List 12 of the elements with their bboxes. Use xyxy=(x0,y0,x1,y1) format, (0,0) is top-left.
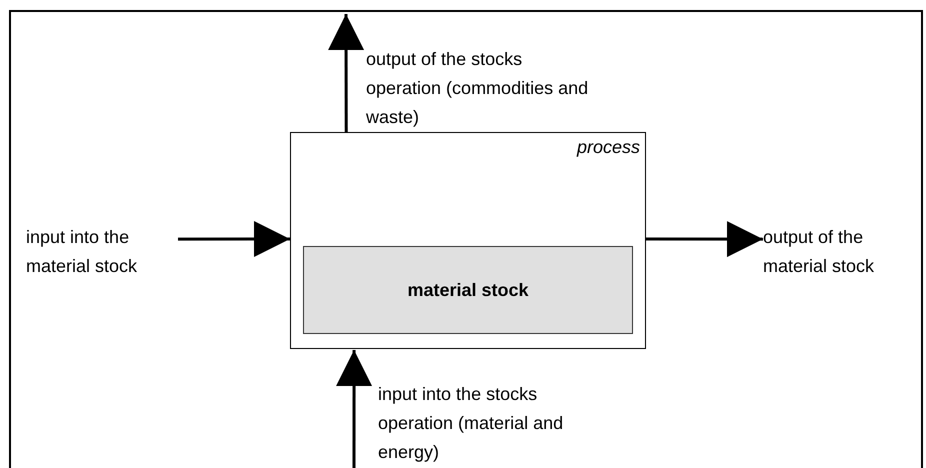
edge-label: input into the stocks operation (material and energy) xyxy=(378,383,564,464)
arrow xyxy=(646,221,763,258)
arrow xyxy=(328,14,364,132)
edge-label: output of the stocks operation (commodities and waste) xyxy=(366,48,590,129)
flow-label: input into the material stock xyxy=(26,226,138,278)
stock-label: material stock xyxy=(407,278,529,302)
stock-box xyxy=(303,246,633,334)
arrow xyxy=(336,350,372,468)
flow-label: output of the material stock xyxy=(763,226,876,278)
arrow xyxy=(178,221,290,258)
process-box xyxy=(290,132,646,349)
process-heading: process xyxy=(576,136,640,159)
